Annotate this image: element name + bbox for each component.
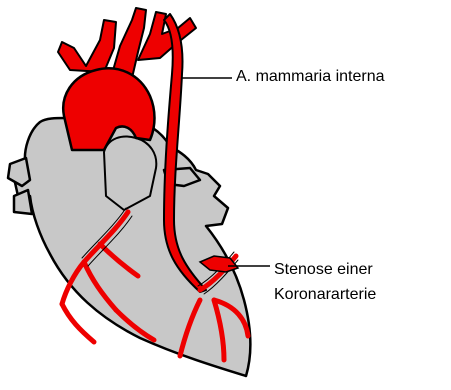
label-mammaria-interna: A. mammaria interna: [236, 67, 385, 87]
label-stenose-line1: Stenose einer: [274, 257, 376, 282]
label-stenose: Stenose einer Koronararterie: [274, 257, 376, 307]
aorta: [63, 68, 154, 150]
label-stenose-line2: Koronararterie: [274, 282, 376, 307]
